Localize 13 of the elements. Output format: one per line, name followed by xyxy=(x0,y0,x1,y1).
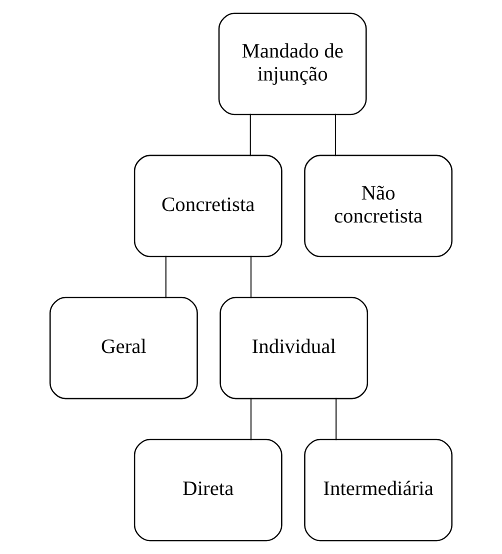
connector xyxy=(336,398,337,440)
connector xyxy=(250,256,252,298)
connector xyxy=(334,114,336,156)
connector xyxy=(165,256,166,298)
node-box: Mandado de injunção xyxy=(218,12,367,116)
node-box: Direta xyxy=(134,438,282,542)
node-box: Não concretista xyxy=(304,154,453,258)
node-box: Geral xyxy=(49,296,198,400)
node-box: Individual xyxy=(220,296,368,400)
connector xyxy=(250,114,251,156)
node-box: Concretista xyxy=(134,154,282,258)
connector xyxy=(250,398,252,440)
node-box: Intermediária xyxy=(304,438,453,542)
